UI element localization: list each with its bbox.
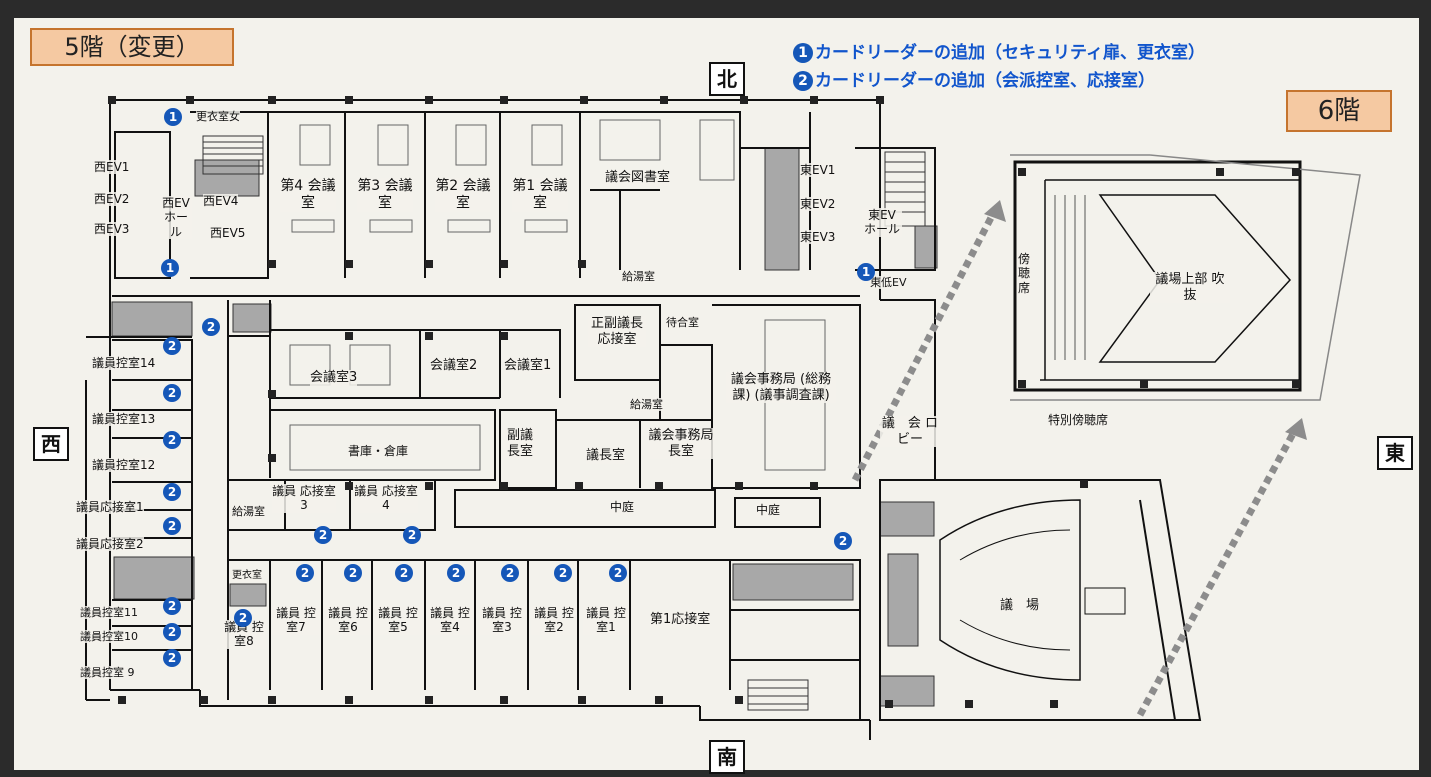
room-label-higashi-ev-hall: 東EV ホール [862,208,902,237]
card-reader-2-icon: 2 [834,532,852,550]
compass-south: 南 [709,740,745,774]
card-reader-2-icon: 2 [163,623,181,641]
room-label-kaigi4: 第4 会議室 [280,178,336,212]
room-label-gijou: 議 場 [1000,598,1040,614]
room-label-hikae13: 議員控室13 [92,412,156,427]
room-label-hikae12: 議員控室12 [92,458,156,473]
card-reader-2-icon: 2 [202,318,220,336]
room-label-jimukyoku: 議会事務局 (総務課) (議事調査課) [726,372,836,404]
room-label-nishi-ev2: 西EV2 [94,192,130,207]
room-label-hikae3: 議員 控室3 [479,606,525,635]
card-reader-1-icon: 1 [164,108,182,126]
room-label-hikae9: 議員控室 9 [80,666,135,680]
card-reader-2-icon: 2 [163,483,181,501]
legend-text-2: カードリーダーの追加（会派控室、応接室） [815,71,1155,91]
marker-2-icon: 2 [793,71,813,91]
room-label-lobby: 議 会 ロビー [880,416,940,448]
room-label-gijou-joubu: 議場上部 吹抜 [1150,272,1230,304]
card-reader-2-icon: 2 [609,564,627,582]
card-reader-2-icon: 2 [163,384,181,402]
compass-west: 西 [33,427,69,461]
card-reader-2-icon: 2 [163,597,181,615]
room-label-machiai: 待合室 [666,316,699,330]
room-label-hikae4: 議員 控室4 [427,606,473,635]
card-reader-2-icon: 2 [234,609,252,627]
room-label-gi-ouse4: 議員 応接室4 [354,484,418,513]
room-label-nakaniwa1: 中庭 [610,500,635,515]
card-reader-2-icon: 2 [314,526,332,544]
room-label-nakaniwa2: 中庭 [756,503,781,518]
room-label-hikae10: 議員控室10 [80,630,138,644]
room-label-kyutou-c: 給湯室 [630,398,663,412]
room-label-kaigishitsu1: 会議室1 [504,358,552,374]
room-label-kyutou-n: 給湯室 [622,270,655,284]
card-reader-2-icon: 2 [501,564,519,582]
room-label-nishi-ev1: 西EV1 [94,160,130,175]
room-label-hikae6: 議員 控室6 [325,606,371,635]
room-label-higashi-ev2: 東EV2 [800,197,836,212]
room-label-kaigishitsu3: 会議室3 [310,370,358,386]
card-reader-2-icon: 2 [163,517,181,535]
card-reader-2-icon: 2 [163,649,181,667]
room-label-tokubetsu-boucho: 特別傍聴席 [1048,413,1109,428]
marker-1-icon: 1 [793,43,813,63]
room-label-ouse2: 議員応接室2 [76,537,144,552]
room-label-hikae2: 議員 控室2 [531,606,577,635]
floor5-title: 5階（変更） [30,28,234,66]
floor6-title: 6階 [1286,90,1392,132]
card-reader-2-icon: 2 [344,564,362,582]
room-label-hikae14: 議員控室14 [92,356,156,371]
room-label-nishi-ev-hall: 西EV ホール [160,196,192,240]
room-label-ouse1: 議員応接室1 [76,500,144,515]
room-label-shoko: 書庫・倉庫 [348,444,409,459]
room-label-nishi-ev4: 西EV4 [203,194,239,209]
room-label-hikae7: 議員 控室7 [272,606,320,635]
room-label-higashi-ev3: 東EV3 [800,230,836,245]
card-reader-2-icon: 2 [447,564,465,582]
card-reader-1-icon: 1 [857,263,875,281]
room-label-fukugichou: 副議長室 [503,428,537,460]
card-reader-2-icon: 2 [403,526,421,544]
room-label-boucho: 傍聴席 [1017,252,1031,296]
card-reader-1-icon: 1 [161,259,179,277]
room-label-gi-ouse3: 議員 応接室3 [272,484,336,513]
room-label-hikae5: 議員 控室5 [374,606,422,635]
card-reader-2-icon: 2 [554,564,572,582]
room-label-nishi-ev5: 西EV5 [210,226,246,241]
room-label-kouishitsu-s: 更衣室 [232,570,262,582]
room-label-kaigi1: 第1 会議室 [512,178,568,212]
compass-north: 北 [709,62,745,96]
room-label-jimukyokuchou: 議会事務局長室 [648,428,714,460]
card-reader-2-icon: 2 [163,431,181,449]
room-label-kyutou-w: 給湯室 [232,505,265,519]
card-reader-2-icon: 2 [296,564,314,582]
legend-text-1: カードリーダーの追加（セキュリティ扉、更衣室） [815,43,1205,63]
room-label-toshoshitsu: 議会図書室 [605,170,671,186]
room-label-hikae1: 議員 控室1 [583,606,629,635]
room-label-nishi-ev3: 西EV3 [94,222,130,237]
room-label-ouse-first: 第1応接室 [650,612,711,628]
room-label-higashi-ev1: 東EV1 [800,163,836,178]
room-label-higashi-tei-ev: 東低EV [870,276,907,290]
card-reader-2-icon: 2 [395,564,413,582]
room-label-seifuku-ouse: 正副議長 応接室 [588,316,646,348]
room-label-hikae11: 議員控室11 [80,606,138,620]
compass-east: 東 [1377,436,1413,470]
room-label-kaigishitsu2: 会議室2 [430,358,478,374]
card-reader-2-icon: 2 [163,337,181,355]
room-label-gichou: 議長室 [586,448,626,464]
room-label-kouishitsu-onna: 更衣室女 [196,110,240,124]
room-label-kaigi2: 第2 会議室 [435,178,491,212]
room-label-kaigi3: 第3 会議室 [357,178,413,212]
